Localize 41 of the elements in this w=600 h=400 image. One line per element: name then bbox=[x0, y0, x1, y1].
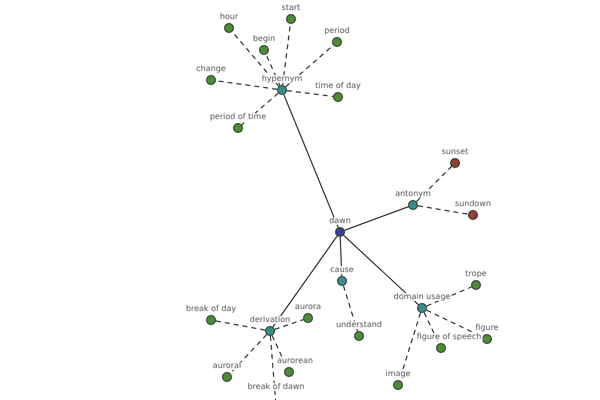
connector-line bbox=[274, 319, 304, 330]
term-label: dawn bbox=[328, 217, 352, 225]
term-label: aurorean bbox=[276, 357, 314, 365]
connector-line bbox=[230, 334, 268, 374]
connector-line bbox=[424, 312, 440, 344]
term-label: cause bbox=[329, 266, 355, 274]
term-label: hour bbox=[218, 13, 240, 21]
term-label: time of day bbox=[314, 82, 362, 90]
term-label: derivation bbox=[248, 316, 292, 324]
term-label: break of day bbox=[184, 305, 238, 313]
term-label: hypernym bbox=[260, 75, 304, 83]
connector-line bbox=[215, 320, 266, 331]
term-label: begin bbox=[252, 35, 276, 43]
term-label: domain usage bbox=[392, 293, 452, 301]
term-label: aurora bbox=[294, 303, 322, 311]
connector-line bbox=[266, 54, 280, 86]
connector-line bbox=[344, 206, 409, 231]
term-label: trope bbox=[464, 270, 488, 278]
connector-line bbox=[417, 205, 469, 215]
connector-line bbox=[241, 92, 279, 126]
term-label: sundown bbox=[454, 200, 492, 208]
term-label: figure of speech bbox=[416, 333, 482, 341]
connector-line bbox=[426, 286, 472, 307]
connector-line bbox=[283, 94, 339, 228]
term-label: start bbox=[280, 4, 302, 12]
term-label: figure bbox=[474, 324, 500, 332]
connector-line bbox=[272, 236, 338, 328]
term-label: period bbox=[323, 27, 351, 35]
term-label: period of time bbox=[208, 113, 268, 121]
term-label: change bbox=[195, 65, 227, 73]
term-label: image bbox=[384, 370, 412, 378]
term-label: auroral bbox=[212, 362, 242, 370]
term-label: break of dawn bbox=[246, 383, 306, 391]
term-label: antonym bbox=[394, 190, 432, 198]
connector-line bbox=[416, 166, 452, 202]
term-label: understand bbox=[335, 321, 383, 329]
term-label: sunset bbox=[440, 148, 470, 156]
connector-line bbox=[270, 335, 276, 400]
connector-line bbox=[343, 234, 419, 306]
connector-line bbox=[286, 90, 334, 97]
connector-line bbox=[342, 285, 358, 332]
